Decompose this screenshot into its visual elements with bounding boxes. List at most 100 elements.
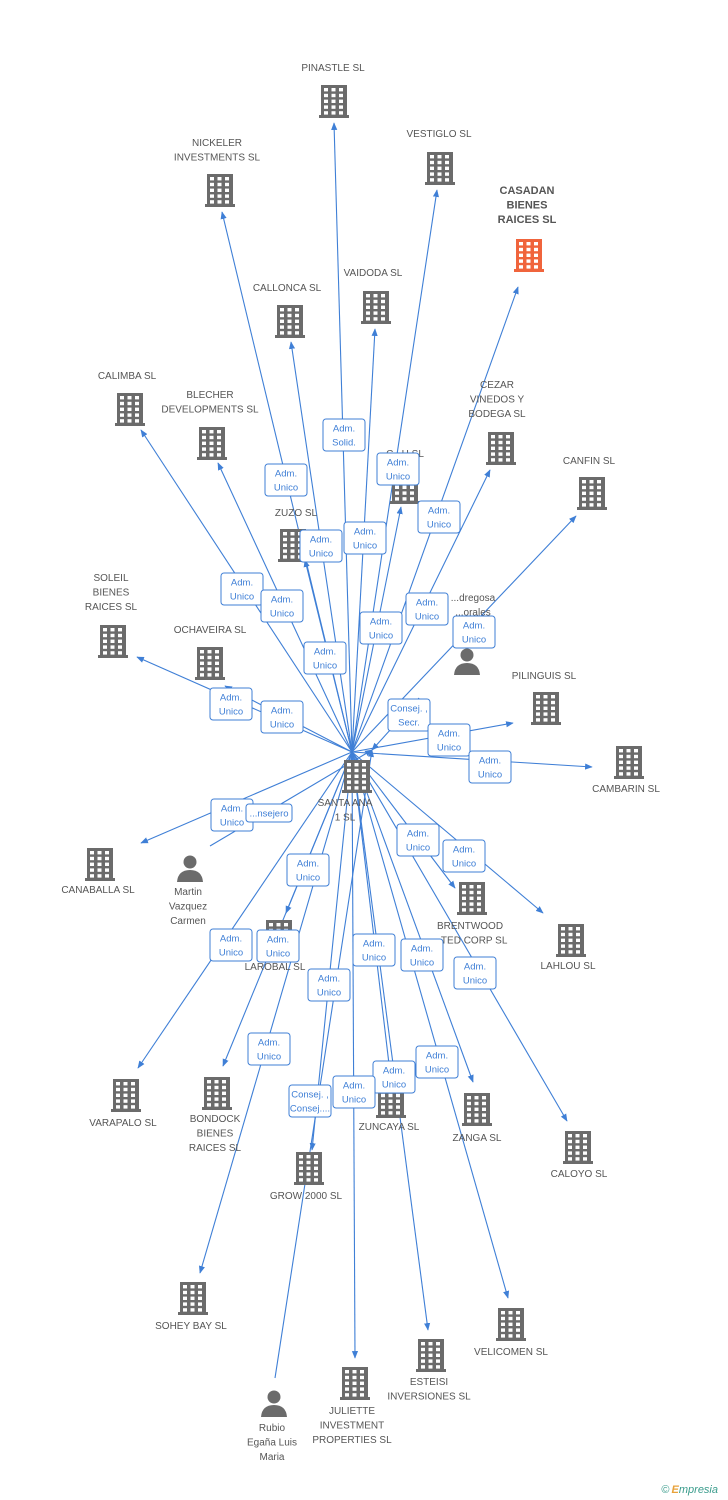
relation-label-zanga[interactable]: Adm.Unico xyxy=(400,938,444,972)
edge-lahlou xyxy=(351,751,544,914)
node-label: PILINGUIS SL xyxy=(512,671,577,682)
company-icon-nickeler[interactable] xyxy=(205,174,235,207)
company-icon-canfin[interactable] xyxy=(577,477,607,510)
relation-label-zuncaya[interactable]: Adm.Unico xyxy=(352,933,396,967)
relation-label-blecher[interactable]: Adm. Unico xyxy=(260,589,304,623)
relation-label-callonca[interactable]: Adm.Unico xyxy=(299,529,343,563)
relation-text: Adm.Unico xyxy=(270,706,294,731)
relation-label-caloyo[interactable]: Adm.Unico xyxy=(453,956,497,990)
company-icon-vaidoda[interactable] xyxy=(361,291,391,324)
relation-label-esteisi[interactable]: Adm.Unico xyxy=(372,1060,416,1094)
relation-text-line: Unico xyxy=(270,609,294,620)
relation-label-pedregosa[interactable]: Consej. ,Secr. xyxy=(387,698,431,732)
node-label-line: CANABALLA SL xyxy=(61,885,135,896)
company-icon-varapalo[interactable] xyxy=(111,1079,141,1112)
relation-label-grow2000[interactable]: Adm.Unico xyxy=(307,968,351,1002)
node-label-line: Maria xyxy=(259,1452,284,1463)
relation-text-line: Adm. xyxy=(297,859,319,870)
node-label-line: CALOYO SL xyxy=(551,1169,608,1180)
node-label-line: CANFIN SL xyxy=(563,456,616,467)
relation-text-line: Adm. xyxy=(370,617,392,628)
company-icon-juliette[interactable] xyxy=(340,1367,370,1400)
relation-label-vestiglo[interactable]: Adm.Unico xyxy=(376,452,420,486)
relation-label-juliette[interactable]: Adm.Unico xyxy=(332,1075,376,1109)
relation-label-cisch[interactable]: Adm.Unico xyxy=(359,611,403,645)
relation-label-rubio[interactable]: Consej. , Consej.... xyxy=(288,1084,332,1118)
relation-text: Adm.Unico xyxy=(274,469,298,494)
relation-label-canfin[interactable]: Adm.Unico xyxy=(452,615,496,649)
node-label-line: 1 SL xyxy=(335,813,356,824)
edge-sohey xyxy=(198,751,353,1274)
company-icon-ochaveira[interactable] xyxy=(195,647,225,680)
company-icon-cezar[interactable] xyxy=(486,432,516,465)
relation-label-calimba[interactable]: Adm.Unico xyxy=(220,572,264,606)
company-icon-esteisi[interactable] xyxy=(416,1339,446,1372)
relation-label-vaidoda[interactable]: Adm.Unico xyxy=(343,521,387,555)
company-icon-cambarin[interactable] xyxy=(614,746,644,779)
relation-label-varapalo[interactable]: Adm.Unico xyxy=(209,928,253,962)
relation-label-zuzo[interactable]: Adm.Unico xyxy=(303,641,347,675)
relation-label-casadan[interactable]: Adm.Unico xyxy=(417,500,461,534)
company-icon-soleil[interactable] xyxy=(98,625,128,658)
company-icon-velicomen[interactable] xyxy=(496,1308,526,1341)
relation-label-cambarin[interactable]: Adm.Unico xyxy=(468,750,512,784)
node-label: CALOYO SL xyxy=(551,1169,608,1180)
person-icon-rubio[interactable] xyxy=(261,1390,287,1418)
company-icon-bondock[interactable] xyxy=(202,1077,232,1110)
relation-text-line: Unico xyxy=(296,873,320,884)
relation-label-martin[interactable]: ...nsejero xyxy=(245,803,293,823)
relation-text-line: Consej. , xyxy=(291,1090,329,1101)
relation-text-line: Adm. xyxy=(231,578,253,589)
company-icon-caloyo[interactable] xyxy=(563,1131,593,1164)
node-label-line: VARAPALO SL xyxy=(89,1118,157,1129)
company-icon-calimba[interactable] xyxy=(115,393,145,426)
relation-label-pinastle[interactable]: Adm.Solid. xyxy=(322,418,366,452)
relation-text-line: Adm. xyxy=(271,595,293,606)
relation-label-cezar[interactable]: Adm.Unico xyxy=(405,592,449,626)
relation-label-soleil[interactable]: Adm.Unico xyxy=(209,687,253,721)
company-icon-canaballa[interactable] xyxy=(85,848,115,881)
relation-labels-layer: Adm.Solid.Adm.UnicoAdm.UnicoAdm.UnicoAdm… xyxy=(209,418,512,1118)
relation-label-nickeler[interactable]: Adm.Unico xyxy=(264,463,308,497)
company-icon-casadan[interactable] xyxy=(514,239,544,272)
relation-label-lahlou[interactable]: Adm.Unico xyxy=(442,839,486,873)
edge-canaballa xyxy=(140,751,353,844)
company-icon-pinastle[interactable] xyxy=(319,85,349,118)
node-label-line: LAHLOU SL xyxy=(540,961,595,972)
node-label: LAHLOU SL xyxy=(540,961,595,972)
company-icon-blecher[interactable] xyxy=(197,427,227,460)
relation-text: Adm.Unico xyxy=(410,944,434,969)
company-icon-grow2000[interactable] xyxy=(294,1152,324,1185)
node-label-line: RAICES SL xyxy=(85,602,138,613)
relation-text-line: Unico xyxy=(317,988,341,999)
relation-label-sohey[interactable]: Adm.Unico xyxy=(247,1032,291,1066)
node-label-line: GROW 2000 SL xyxy=(270,1191,343,1202)
relation-text: Adm.Unico xyxy=(463,962,487,987)
company-icon-brentwood[interactable] xyxy=(457,882,487,915)
relation-label-velicomen[interactable]: Adm.Unico xyxy=(415,1045,459,1079)
node-label-line: ZANGA SL xyxy=(453,1133,502,1144)
relation-label-pilinguis[interactable]: Adm.Unico xyxy=(427,723,471,757)
relation-text-line: Consej.... xyxy=(290,1104,330,1115)
relation-text-line: Adm. xyxy=(333,424,355,435)
company-icon-sohey[interactable] xyxy=(178,1282,208,1315)
company-icon-pilinguis[interactable] xyxy=(531,692,561,725)
person-icon-martin[interactable] xyxy=(177,855,203,883)
company-icon-lahlou[interactable] xyxy=(556,924,586,957)
relation-text: Adm.Unico xyxy=(220,804,244,829)
company-icon-vestiglo[interactable] xyxy=(425,152,455,185)
company-icon-zanga[interactable] xyxy=(462,1093,492,1126)
relation-text-line: Adm. xyxy=(267,935,289,946)
company-icon-callonca[interactable] xyxy=(275,305,305,338)
relation-text-line: Adm. xyxy=(314,647,336,658)
relation-label-bondock[interactable]: Adm.Unico xyxy=(256,929,300,963)
person-icon-pedregosa[interactable] xyxy=(454,648,480,676)
relation-label-larobal[interactable]: Adm. Unico xyxy=(286,853,330,887)
relation-label-ochaveira[interactable]: Adm.Unico xyxy=(260,700,304,734)
relation-label-brentwood[interactable]: Adm.Unico xyxy=(396,823,440,857)
relation-text: Adm.Unico xyxy=(353,527,377,552)
center-company-icon[interactable] xyxy=(342,760,372,793)
